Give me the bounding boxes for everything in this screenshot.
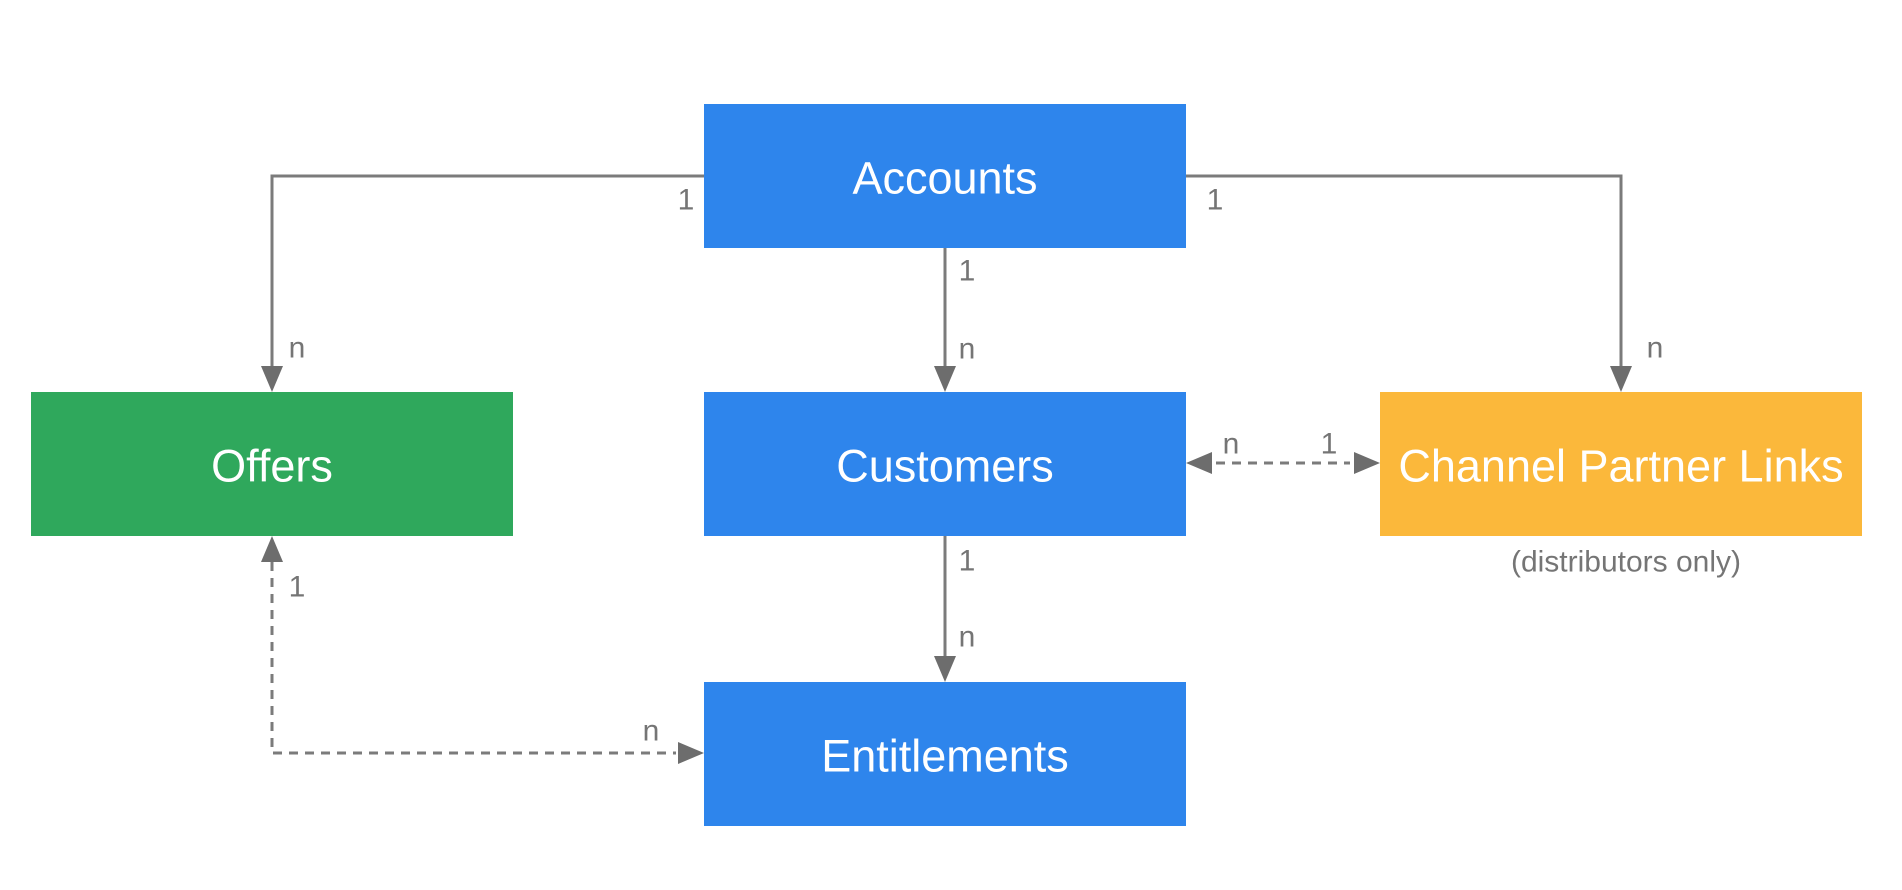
- cardinality-customers-entitlements-to: n: [959, 621, 976, 654]
- entity-customers-box: [704, 392, 1186, 536]
- edge-accounts-offers-line: [270, 174, 704, 366]
- entity-entitlements-label: Entitlements: [821, 731, 1069, 782]
- entity-channel-partner-links: Channel Partner Links (distributors only…: [1380, 392, 1862, 579]
- entity-entitlements: Entitlements: [704, 682, 1186, 826]
- arrowhead-down-icon: [934, 656, 956, 682]
- edge-offers-entitlements-line: [270, 562, 676, 755]
- arrowhead-down-icon: [934, 366, 956, 392]
- cardinality-accounts-cpl-to: n: [1647, 332, 1664, 365]
- edge-accounts-channel-partner-links-line: [1186, 174, 1623, 366]
- entity-channel-partner-links-box: [1380, 392, 1862, 536]
- entity-offers-box: [31, 392, 513, 536]
- cardinality-offers-entitlements-to: n: [643, 715, 660, 748]
- arrowhead-right-icon: [678, 742, 704, 764]
- entity-entitlements-box: [704, 682, 1186, 826]
- edge-customers-channel-partner-links: n 1: [1186, 428, 1380, 474]
- entity-offers-label: Offers: [211, 441, 333, 492]
- edge-offers-entitlements: 1 n: [261, 536, 704, 764]
- cardinality-accounts-offers-from: 1: [678, 184, 695, 217]
- edge-accounts-offers: 1 n: [261, 174, 704, 392]
- entity-accounts-box: [704, 104, 1186, 248]
- cardinality-customers-cpl-from: n: [1223, 428, 1240, 461]
- arrowhead-down-icon: [1610, 366, 1632, 392]
- cardinality-accounts-customers-from: 1: [959, 255, 976, 288]
- entity-offers: Offers: [31, 392, 513, 536]
- entity-channel-partner-links-label: Channel Partner Links: [1398, 441, 1843, 492]
- arrowhead-down-icon: [261, 366, 283, 392]
- edge-accounts-channel-partner-links: 1 n: [1186, 174, 1664, 392]
- arrowhead-right-icon: [1354, 452, 1380, 474]
- entity-channel-partner-links-note: (distributors only): [1511, 546, 1741, 579]
- cardinality-accounts-customers-to: n: [959, 333, 976, 366]
- cardinality-accounts-cpl-from: 1: [1207, 184, 1224, 217]
- cardinality-customers-entitlements-from: 1: [959, 545, 976, 578]
- arrowhead-left-icon: [1186, 452, 1212, 474]
- entity-accounts: Accounts: [704, 104, 1186, 248]
- entity-customers: Customers: [704, 392, 1186, 536]
- entity-accounts-label: Accounts: [852, 153, 1037, 204]
- cardinality-offers-entitlements-from: 1: [289, 571, 306, 604]
- arrowhead-up-icon: [261, 536, 283, 562]
- edge-accounts-customers: 1 n: [934, 248, 975, 392]
- edge-customers-entitlements: 1 n: [934, 536, 975, 682]
- cardinality-customers-cpl-to: 1: [1321, 428, 1338, 461]
- entity-customers-label: Customers: [836, 441, 1054, 492]
- cardinality-accounts-offers-to: n: [289, 332, 306, 365]
